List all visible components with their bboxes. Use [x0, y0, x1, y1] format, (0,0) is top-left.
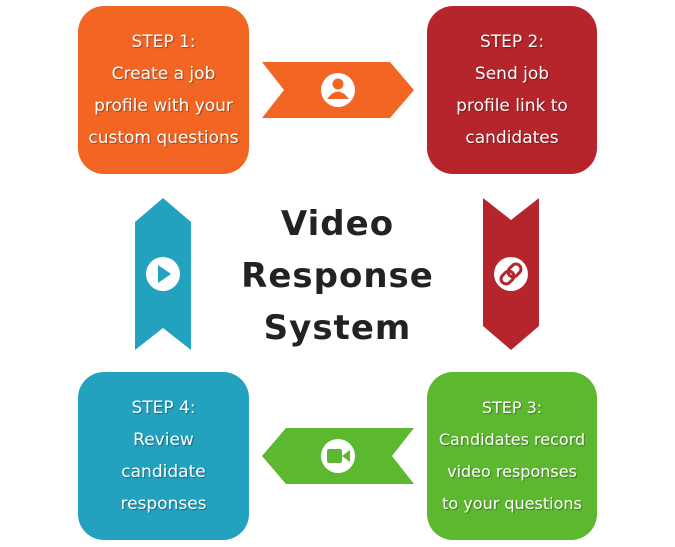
play-icon [146, 257, 180, 291]
step-2-text-line: candidates [465, 128, 559, 148]
step-1-text-line: profile with your [94, 96, 233, 116]
title-line: Response [241, 256, 434, 296]
step-4-text-line: Review [133, 430, 194, 450]
step-4-box: STEP 4: Review candidate responses [78, 372, 249, 540]
step-1-text-line: custom questions [88, 128, 239, 148]
video-camera-icon [321, 439, 355, 473]
arrow-step2-to-step3 [483, 198, 539, 350]
step-3-text-line: video responses [447, 462, 577, 481]
user-icon [321, 73, 355, 107]
step-4-text-line: candidate [121, 462, 206, 482]
arrow-step1-to-step2 [262, 62, 414, 118]
step-3-box: STEP 3: Candidates record video response… [427, 372, 597, 540]
step-3-label: STEP 3: [481, 398, 543, 417]
step-2-label: STEP 2: [479, 32, 545, 52]
step-2-text-line: Send job [474, 64, 550, 84]
title-line: Video [280, 204, 395, 244]
title-line: System [263, 308, 412, 348]
step-4-label: STEP 4: [131, 398, 196, 418]
step-3-text-line: to your questions [442, 494, 582, 513]
arrow-step4-to-step1 [135, 198, 191, 350]
step-1-text-line: Create a job [111, 64, 216, 84]
step-4-text-line: responses [120, 494, 207, 514]
diagram-title: Video Response System [200, 198, 475, 354]
step-2-text-line: profile link to [456, 96, 568, 116]
arrow-step3-to-step4 [262, 428, 414, 484]
step-2-box: STEP 2: Send job profile link to candida… [427, 6, 597, 174]
step-1-label: STEP 1: [131, 32, 196, 52]
step-1-box: STEP 1: Create a job profile with your c… [78, 6, 249, 174]
step-3-text-line: Candidates record [438, 430, 586, 449]
link-icon [494, 257, 528, 291]
